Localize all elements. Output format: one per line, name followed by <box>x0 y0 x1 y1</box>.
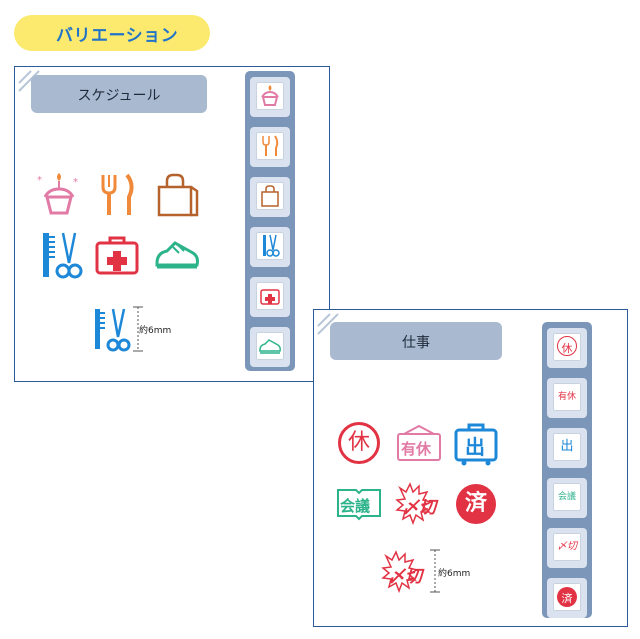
stamp-paid-leave: 有休 <box>547 378 587 418</box>
work-title: 仕事 <box>402 335 430 351</box>
first-aid-kit-icon <box>260 289 280 305</box>
corner-decoration <box>317 313 339 335</box>
cupcake-icon <box>261 85 279 106</box>
size-label: 約6mm <box>438 569 471 579</box>
rest-glyph: 休 <box>561 342 573 355</box>
size-dimension-line <box>133 306 143 352</box>
fork-knife-icon <box>262 135 279 156</box>
stamp-sneaker <box>250 327 290 367</box>
stamp-fork-knife <box>250 127 290 167</box>
stamp-rail: 休 有休 出 会議 〆切 済 <box>542 322 592 618</box>
done-stamp-icon: 済 <box>456 484 496 524</box>
out-glyph: 出 <box>465 435 485 459</box>
schedule-title-bar: スケジュール <box>31 75 207 113</box>
first-aid-kit-icon <box>95 236 139 275</box>
size-dimension-line <box>430 549 440 593</box>
done-glyph: 済 <box>464 491 487 516</box>
stamp-deadline: 〆切 <box>547 528 587 568</box>
deadline-glyph: 〆切 <box>557 541 577 552</box>
stamp-first-aid <box>250 277 290 317</box>
paid-leave-sign-icon: 有休 <box>396 424 442 464</box>
corner-decoration <box>18 70 40 92</box>
deadline-sample-glyph: 〆切 <box>388 567 422 587</box>
paid-leave-glyph: 有休 <box>401 440 432 458</box>
stamp-out: 出 <box>547 428 587 468</box>
paid-leave-glyph: 有休 <box>557 392 576 402</box>
deadline-burst-icon: 〆切 <box>395 482 442 526</box>
stamp-done: 済 <box>547 578 587 618</box>
comb-scissors-icon <box>43 232 83 279</box>
stamp-shopping-bag <box>250 177 290 217</box>
comb-scissors-sample-icon <box>95 308 131 352</box>
sneaker-icon <box>155 241 199 269</box>
meeting-book-icon: 会議 <box>336 486 382 522</box>
stamp-rest: 休 <box>547 328 587 368</box>
sneaker-icon <box>259 339 281 354</box>
meeting-glyph: 会議 <box>557 492 576 502</box>
shopping-bag-icon <box>261 185 279 207</box>
fork-knife-icon <box>101 173 134 215</box>
deadline-sample-icon: 〆切 <box>381 550 432 596</box>
schedule-title: スケジュール <box>77 88 161 104</box>
comb-scissors-icon <box>263 234 280 257</box>
schedule-panel: スケジュール * * <box>14 66 330 382</box>
variation-header: バリエーション <box>14 15 210 51</box>
work-title-bar: 仕事 <box>330 322 502 360</box>
meeting-glyph: 会議 <box>340 497 371 515</box>
business-trip-suitcase-icon: 出 <box>454 422 500 466</box>
variation-title: バリエーション <box>56 26 179 46</box>
svg-text:*: * <box>37 175 42 186</box>
stamp-cupcake <box>250 77 290 117</box>
stamp-rail <box>245 71 295 371</box>
svg-text:*: * <box>73 177 78 188</box>
deadline-glyph: 〆切 <box>402 498 436 518</box>
rest-stamp-icon: 休 <box>338 422 380 464</box>
cupcake-icon: * * <box>37 173 78 215</box>
done-glyph: 済 <box>561 592 573 605</box>
stamp-comb-scissors <box>250 227 290 267</box>
rest-glyph: 休 <box>347 430 370 455</box>
stamp-meeting: 会議 <box>547 478 587 518</box>
work-panel: 仕事 休 有休 出 会議 〆切 済 <box>313 309 628 627</box>
out-glyph: 出 <box>560 439 574 454</box>
shopping-bag-icon <box>157 173 199 217</box>
size-label: 約6mm <box>139 326 172 336</box>
